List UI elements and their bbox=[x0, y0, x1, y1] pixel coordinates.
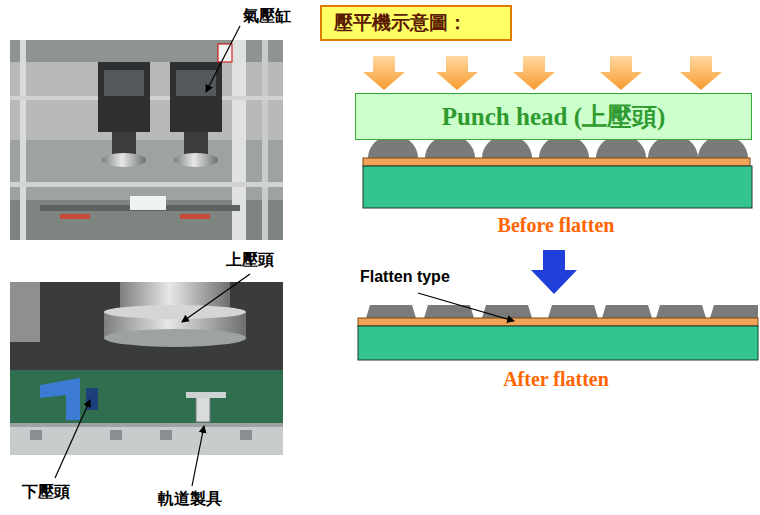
stage-label: Before flatten bbox=[498, 214, 615, 237]
part-label: 下壓頭 bbox=[22, 482, 70, 503]
part-label: 上壓頭 bbox=[226, 250, 274, 271]
title-box: 壓平機示意圖： bbox=[320, 5, 512, 41]
stage-label: After flatten bbox=[503, 368, 609, 391]
punch-head-box: Punch head (上壓頭) bbox=[355, 93, 752, 140]
part-label: 氣壓缸 bbox=[243, 6, 291, 27]
part-label: 軌道製具 bbox=[158, 489, 222, 510]
part-label: Flatten type bbox=[360, 268, 450, 286]
after-flatten-substrate bbox=[358, 305, 758, 360]
leader-lines bbox=[55, 26, 250, 486]
node-text: Punch head (上壓頭) bbox=[442, 100, 666, 133]
press-arrows bbox=[363, 56, 722, 90]
leader-line bbox=[418, 293, 514, 321]
title: 壓平機示意圖： bbox=[334, 10, 467, 36]
before-flatten-substrate bbox=[363, 135, 752, 208]
process-arrow bbox=[531, 250, 577, 294]
punch-head-photo bbox=[10, 282, 283, 455]
machine-photo bbox=[10, 40, 283, 240]
